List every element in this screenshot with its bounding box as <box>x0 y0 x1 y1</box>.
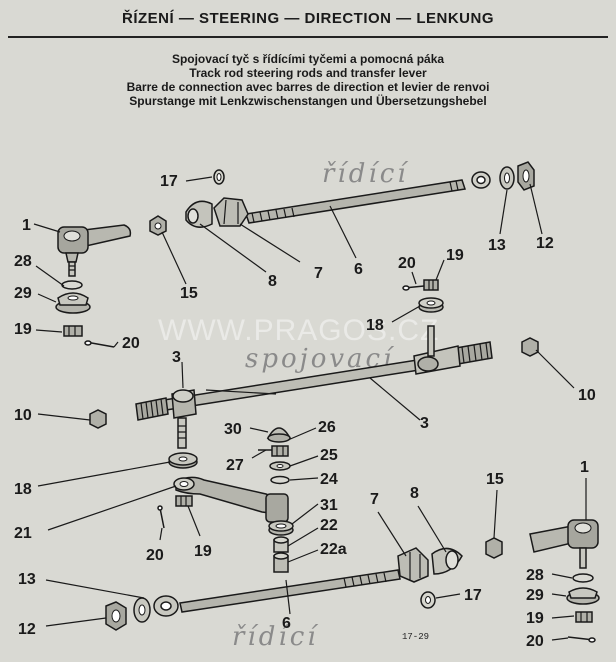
callout-3-left: 3 <box>172 349 181 366</box>
bush-31 <box>268 520 294 536</box>
callout-28-left: 28 <box>14 253 32 270</box>
handwriting-top: řídící <box>322 159 409 189</box>
callout-8-top: 8 <box>268 273 277 290</box>
callout-12-bottom: 12 <box>18 621 36 638</box>
callout-21: 21 <box>14 525 32 542</box>
callout-22: 22 <box>320 517 338 534</box>
bush-22 <box>273 536 289 553</box>
cap-30 <box>266 427 292 443</box>
grommet-18-center <box>418 297 444 313</box>
castle-nut-19-right <box>575 611 593 623</box>
subtitle-french: Barre de connection avec barres de direc… <box>126 80 490 94</box>
callout-20-lever: 20 <box>146 547 164 564</box>
nut-12-top <box>517 161 535 191</box>
sleeve-22a <box>273 552 289 573</box>
callout-24: 24 <box>320 471 338 488</box>
subtitle-czech: Spojovací tyč s řídícími tyčemi a pomocn… <box>171 52 445 66</box>
callout-31: 31 <box>320 497 338 514</box>
nut-10-right <box>521 337 539 357</box>
nut-15-bottom <box>485 537 503 559</box>
callout-13-bottom: 13 <box>18 571 36 588</box>
callout-3-right: 3 <box>420 415 429 432</box>
callout-7-top: 7 <box>314 265 323 282</box>
callout-10-right: 10 <box>578 387 596 404</box>
boot-29-left <box>55 292 91 314</box>
subtitle-german: Spurstange mit Lenkzwischenstangen und Ü… <box>129 94 487 108</box>
figure-code: 17-29 <box>402 632 429 642</box>
callout-18-left: 18 <box>14 481 32 498</box>
callout-29-right: 29 <box>526 587 544 604</box>
nut-12-bottom <box>105 601 127 631</box>
callouts: 17 1 15 8 7 6 13 12 28 29 19 20 20 19 18… <box>14 173 596 650</box>
subtitle-block: Spojovací tyč s řídícími tyčemi a pomocn… <box>0 52 616 108</box>
washer-18-left <box>168 452 198 469</box>
cotter-pin-20-left <box>84 340 115 348</box>
cotter-pin-20-lever <box>157 505 165 529</box>
callout-8-bottom: 8 <box>410 485 419 502</box>
cotter-pin-20-right <box>567 636 596 643</box>
callout-1-bottom: 1 <box>580 459 589 476</box>
callout-19-left: 19 <box>14 321 32 338</box>
washer-17-bottom <box>420 591 436 609</box>
steering-rod-top <box>245 171 491 224</box>
steering-rod-bottom <box>153 569 401 617</box>
callout-20-center: 20 <box>398 255 416 272</box>
ring-28-right <box>572 573 594 583</box>
washer-17-top <box>213 169 225 185</box>
callout-15-top: 15 <box>180 285 198 302</box>
callout-10-left: 10 <box>14 407 32 424</box>
ball-joint-1-left <box>57 224 132 277</box>
washer-25 <box>269 461 291 471</box>
lock-washer-13-top <box>499 166 515 190</box>
track-rod-3 <box>135 325 493 449</box>
callout-6-bottom: 6 <box>282 615 291 632</box>
boot-29-right <box>566 587 600 605</box>
castle-nut-19-left <box>63 325 83 337</box>
callout-17-bottom: 17 <box>464 587 482 604</box>
callout-20-left: 20 <box>122 335 140 352</box>
callout-13-top: 13 <box>488 237 506 254</box>
cap-nut-7-bottom <box>397 547 429 583</box>
callout-6-top: 6 <box>354 261 363 278</box>
callout-27: 27 <box>226 457 244 474</box>
callout-15-bottom: 15 <box>486 471 504 488</box>
page-header: ŘÍZENÍ — STEERING — DIRECTION — LENKUNG <box>121 10 494 27</box>
callout-19-center: 19 <box>446 247 464 264</box>
callout-18-center: 18 <box>366 317 384 334</box>
callout-28-right: 28 <box>526 567 544 584</box>
callout-20-right: 20 <box>526 633 544 650</box>
cap-nut-7-top <box>213 197 249 227</box>
callout-7-bottom: 7 <box>370 491 379 508</box>
ball-joint-1-right <box>529 519 599 569</box>
callout-26: 26 <box>318 419 336 436</box>
callout-19-right: 19 <box>526 610 544 627</box>
transfer-lever-21 <box>173 476 289 523</box>
dust-cover-8-bottom <box>431 547 463 575</box>
ring-24 <box>270 475 290 485</box>
nut-15-top <box>149 215 167 236</box>
callout-17-top: 17 <box>160 173 178 190</box>
cotter-pin-20-center <box>402 285 425 291</box>
castle-nut-26 <box>271 445 289 457</box>
callout-29-left: 29 <box>14 285 32 302</box>
callout-22a: 22a <box>320 541 347 558</box>
callout-30: 30 <box>224 421 242 438</box>
callout-1-top: 1 <box>22 217 31 234</box>
callout-25: 25 <box>320 447 338 464</box>
dust-cover-8-top <box>185 200 213 228</box>
header-rule <box>8 36 608 38</box>
ring-28-left <box>61 280 83 290</box>
callout-19-lever: 19 <box>194 543 212 560</box>
nut-10-left <box>89 409 107 429</box>
lock-washer-13-bottom <box>133 597 151 623</box>
subtitle-english: Track rod steering rods and transfer lev… <box>189 66 427 80</box>
castle-nut-19-center <box>423 279 439 291</box>
callout-12-top: 12 <box>536 235 554 252</box>
handwriting-bottom: řídící <box>232 622 319 652</box>
watermark: WWW.PRAGOS.CZ <box>158 314 439 347</box>
castle-nut-19-lever <box>175 495 193 507</box>
leader-lines <box>33 176 587 641</box>
